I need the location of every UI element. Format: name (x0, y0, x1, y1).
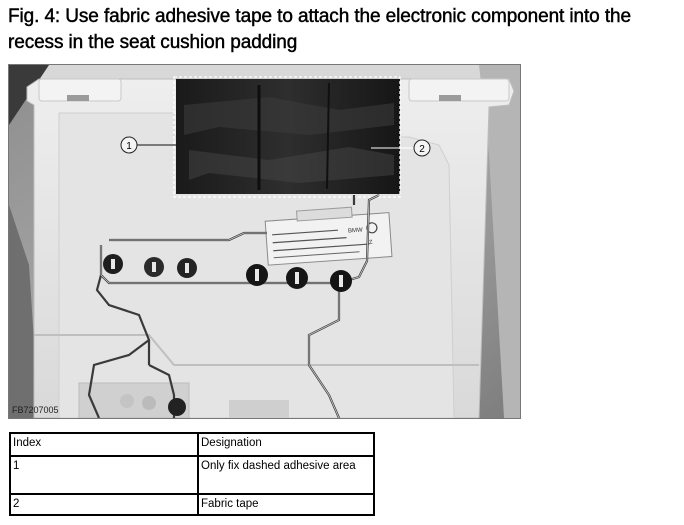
figure-title: Fig. 4: Use fabric adhesive tape to atta… (8, 6, 631, 53)
seat-cushion-photo: BMW Z (8, 64, 521, 419)
callout-2 (413, 139, 431, 157)
table-row: 2 Fabric tape (9, 493, 375, 516)
legend-table: Index Designation 1 Only fix dashed adhe… (9, 432, 375, 516)
legend-designation: Only fix dashed adhesive area (197, 455, 375, 495)
legend-index: 1 (9, 455, 199, 495)
figure-code: FB7207005 (12, 405, 59, 415)
dashed-adhesive-area (173, 76, 401, 198)
photo-illustration: BMW Z (9, 65, 520, 418)
callout-2-label: 2 (419, 144, 425, 155)
callout-1 (120, 136, 138, 154)
label-text-bmw: BMW (348, 227, 363, 234)
legend-header-index: Index (9, 432, 199, 457)
sensor-pads (103, 254, 352, 416)
legend-header-designation: Designation (197, 432, 375, 457)
legend-designation: Fabric tape (197, 493, 375, 516)
legend-header-row: Index Designation (9, 432, 375, 457)
callout-1-label: 1 (126, 141, 132, 152)
label-text-z: Z (369, 240, 373, 246)
table-row: 1 Only fix dashed adhesive area (9, 455, 375, 495)
legend-index: 2 (9, 493, 199, 516)
